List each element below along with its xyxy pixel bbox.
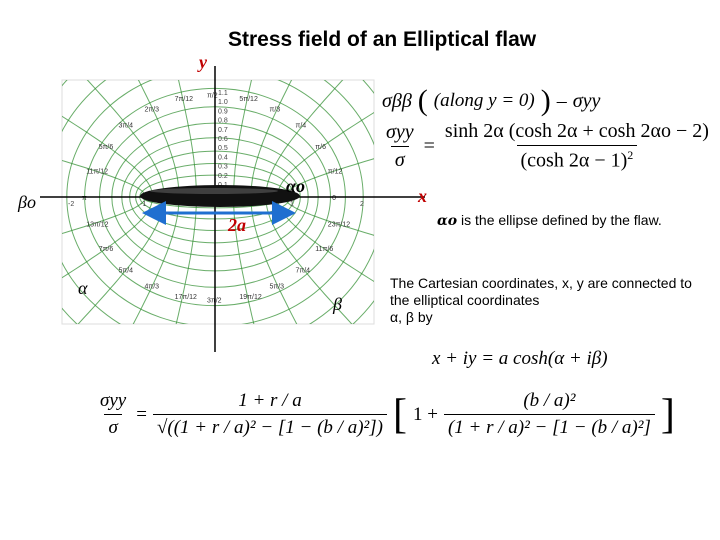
grid-hyperbola bbox=[137, 80, 180, 197]
grid-hyperbola bbox=[86, 80, 165, 198]
x-tick-label: -1 bbox=[140, 201, 146, 208]
x-tick-label: -2 bbox=[68, 201, 74, 208]
eq2-exponent: 2 bbox=[627, 148, 634, 162]
width-label: 2a bbox=[228, 215, 246, 235]
x-tick-label: 2 bbox=[360, 201, 364, 208]
angle-label: π/12 bbox=[328, 169, 343, 176]
angle-label: π/3 bbox=[270, 106, 281, 113]
beta-label: β bbox=[333, 294, 342, 314]
grid-hyperbola bbox=[62, 159, 146, 198]
y-tick-label: 0.5 bbox=[218, 145, 228, 152]
angle-label: 4π/3 bbox=[145, 284, 160, 291]
angle-label: 11π/12 bbox=[86, 169, 108, 176]
eq4-lhs-num: σyy bbox=[100, 390, 127, 411]
equation-cartesian-mapping: x + iy = a cosh(α + iβ) bbox=[432, 348, 608, 370]
angle-label: 19π/12 bbox=[239, 294, 261, 301]
y-tick-label: 1.0 bbox=[218, 99, 228, 106]
alpha-o-note-symbol: αo bbox=[437, 213, 458, 229]
angle-label: π/6 bbox=[315, 144, 326, 151]
grid-hyperbola bbox=[62, 196, 146, 235]
eq2-lhs-den: σ bbox=[390, 145, 409, 172]
angle-label: 11π/6 bbox=[315, 246, 333, 253]
y-tick-label: 0.2 bbox=[218, 173, 228, 180]
angle-label: 7π/12 bbox=[175, 96, 194, 103]
y-tick-label: 0.3 bbox=[218, 164, 228, 171]
angle-label: 23π/12 bbox=[328, 222, 350, 229]
grid-hyperbola bbox=[178, 80, 197, 198]
eq2-lhs-num: σyy bbox=[386, 120, 414, 143]
eq4-right-num: (b / a)² bbox=[523, 390, 576, 411]
eq4-right-den: (1 + r / a)² − [1 − (b / a)²] bbox=[443, 414, 655, 439]
x-axis-label: x bbox=[418, 186, 427, 206]
alpha-o-label: αo bbox=[286, 176, 305, 196]
beta-o-label: βo bbox=[18, 192, 36, 212]
angle-label: 3π/4 bbox=[119, 123, 134, 130]
alpha-o-note: αo is the ellipse defined by the flaw. bbox=[437, 212, 667, 230]
cartesian-note-text-2: α, β by bbox=[390, 309, 433, 325]
grid-hyperbola bbox=[276, 111, 374, 197]
x-tick-label: 1 bbox=[290, 201, 294, 208]
eq4-right-one: 1 + bbox=[412, 403, 438, 425]
angle-label: π bbox=[82, 195, 87, 202]
page-title: Stress field of an Elliptical flaw bbox=[228, 28, 537, 51]
angle-label: 5π/6 bbox=[99, 144, 114, 151]
eq1-rhs: σyy bbox=[572, 89, 601, 112]
angle-label: 17π/12 bbox=[175, 294, 197, 301]
grid-hyperbola bbox=[62, 115, 154, 197]
eq2-rhs-num: sinh 2α (cosh 2α + cosh 2αo − 2) bbox=[444, 120, 709, 142]
grid-hyperbola bbox=[284, 158, 374, 198]
eq3-text: x + iy = a cosh(α + iβ) bbox=[432, 348, 608, 369]
angle-label: π/4 bbox=[296, 123, 307, 130]
angle-label: π/2 bbox=[207, 93, 218, 100]
angle-label: 7π/6 bbox=[99, 246, 114, 253]
y-tick-label: 0.4 bbox=[218, 154, 228, 161]
eq4-lhs-den: σ bbox=[104, 414, 122, 439]
grid-hyperbola bbox=[265, 80, 344, 198]
y-tick-label: 1.1 bbox=[218, 90, 228, 97]
alpha-o-note-text: is the ellipse defined by the flaw. bbox=[461, 212, 662, 228]
angle-label: 7π/4 bbox=[296, 267, 311, 274]
equation-sigma-beta: σββ ((along y = 0)) – σyy bbox=[382, 84, 601, 117]
angle-label: 5π/4 bbox=[119, 267, 134, 274]
grid-hyperbola bbox=[233, 80, 252, 198]
angle-label: 0 bbox=[332, 195, 336, 202]
eq4-mid-den: √((1 + r / a)² − [1 − (b / a)²]) bbox=[152, 414, 387, 439]
eq1-middle: (along y = 0) bbox=[433, 90, 535, 111]
y-axis-label: y bbox=[199, 52, 207, 72]
y-tick-label: 0.8 bbox=[218, 118, 228, 125]
grid-hyperbola bbox=[250, 80, 293, 197]
alpha-label: α bbox=[78, 278, 88, 298]
y-tick-label: 0.9 bbox=[218, 108, 228, 115]
flaw-ellipse-highlight bbox=[150, 188, 278, 194]
y-tick-label: 0.7 bbox=[218, 127, 228, 134]
cartesian-note: The Cartesian coordinates, x, y are conn… bbox=[390, 275, 695, 326]
y-tick-label: 0.6 bbox=[218, 136, 228, 143]
eq4-mid-num: 1 + r / a bbox=[238, 390, 302, 411]
cartesian-note-text-1: The Cartesian coordinates, x, y are conn… bbox=[390, 275, 692, 308]
angle-label: 13π/12 bbox=[86, 222, 108, 229]
eq1-lhs: σββ bbox=[382, 89, 412, 112]
angle-label: 5π/12 bbox=[239, 96, 258, 103]
angle-label: 5π/3 bbox=[270, 284, 285, 291]
angle-label: 2π/3 bbox=[145, 106, 160, 113]
eq2-rhs-den: (cosh 2α − 1) bbox=[520, 149, 628, 172]
